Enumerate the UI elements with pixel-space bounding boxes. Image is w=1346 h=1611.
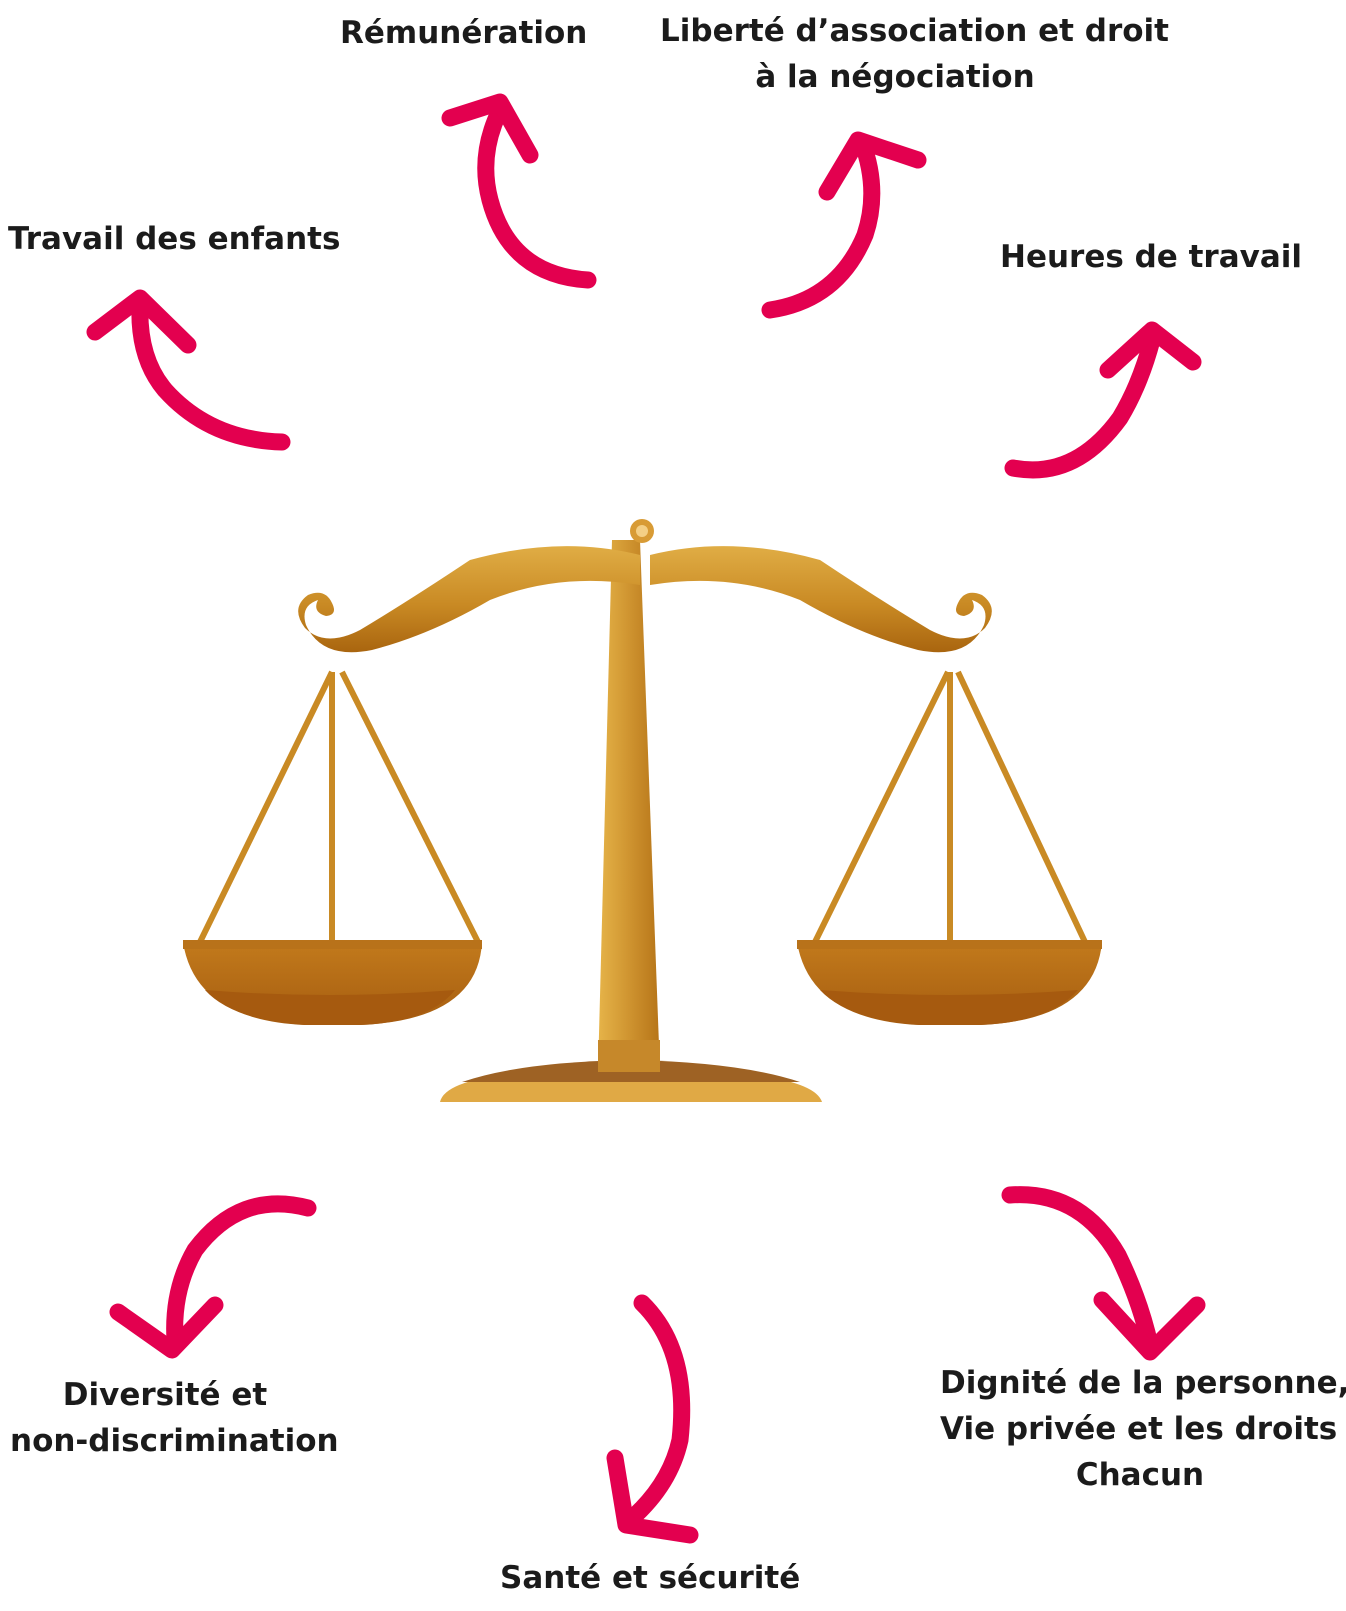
label-dignite-line-3: Chacun	[1075, 1457, 1205, 1493]
scale-left-chains	[197, 670, 481, 944]
arrow-to-diversite	[109, 1195, 317, 1359]
label-heures-line: Heures de travail	[1000, 239, 1303, 275]
label-liberte-association: Liberté d’association et droit à la négo…	[660, 8, 1169, 100]
scale-beam-right	[650, 546, 992, 653]
scale-pole	[598, 540, 660, 1072]
label-dignite-line-1: Dignité de la personne, la	[940, 1365, 1346, 1401]
scale-right-chains	[812, 670, 1088, 944]
label-remuneration-line: Rémunération	[340, 15, 588, 51]
arrow-to-liberte	[761, 131, 927, 319]
label-dignite-line-2: Vie privée et les droits de	[940, 1411, 1346, 1447]
arrow-to-remuneration	[441, 93, 597, 289]
label-liberte-line-2: à la négociation	[755, 59, 1035, 95]
label-heures-travail: Heures de travail	[1000, 234, 1303, 280]
label-sante-securite: Santé et sécurité	[500, 1555, 801, 1601]
arrow-to-dignite	[1001, 1186, 1206, 1361]
label-liberte-line-1: Liberté d’association et droit	[660, 13, 1169, 49]
label-diversite-line-1: Diversité et	[62, 1377, 268, 1413]
label-travail-enfants-line: Travail des enfants	[8, 221, 341, 257]
arrow-to-travail-enfants	[86, 289, 291, 451]
scale-beam-left	[298, 546, 640, 653]
arrow-to-heures	[1004, 321, 1202, 479]
label-travail-enfants: Travail des enfants	[8, 216, 341, 262]
label-dignite: Dignité de la personne, la Vie privée et…	[940, 1360, 1346, 1498]
label-diversite-line-2: non-discrimination	[10, 1423, 339, 1459]
label-diversite: Diversité et non-discrimination	[10, 1372, 339, 1464]
label-sante-line: Santé et sécurité	[500, 1560, 801, 1596]
arrow-to-sante	[606, 1294, 699, 1544]
label-remuneration: Rémunération	[340, 10, 588, 56]
